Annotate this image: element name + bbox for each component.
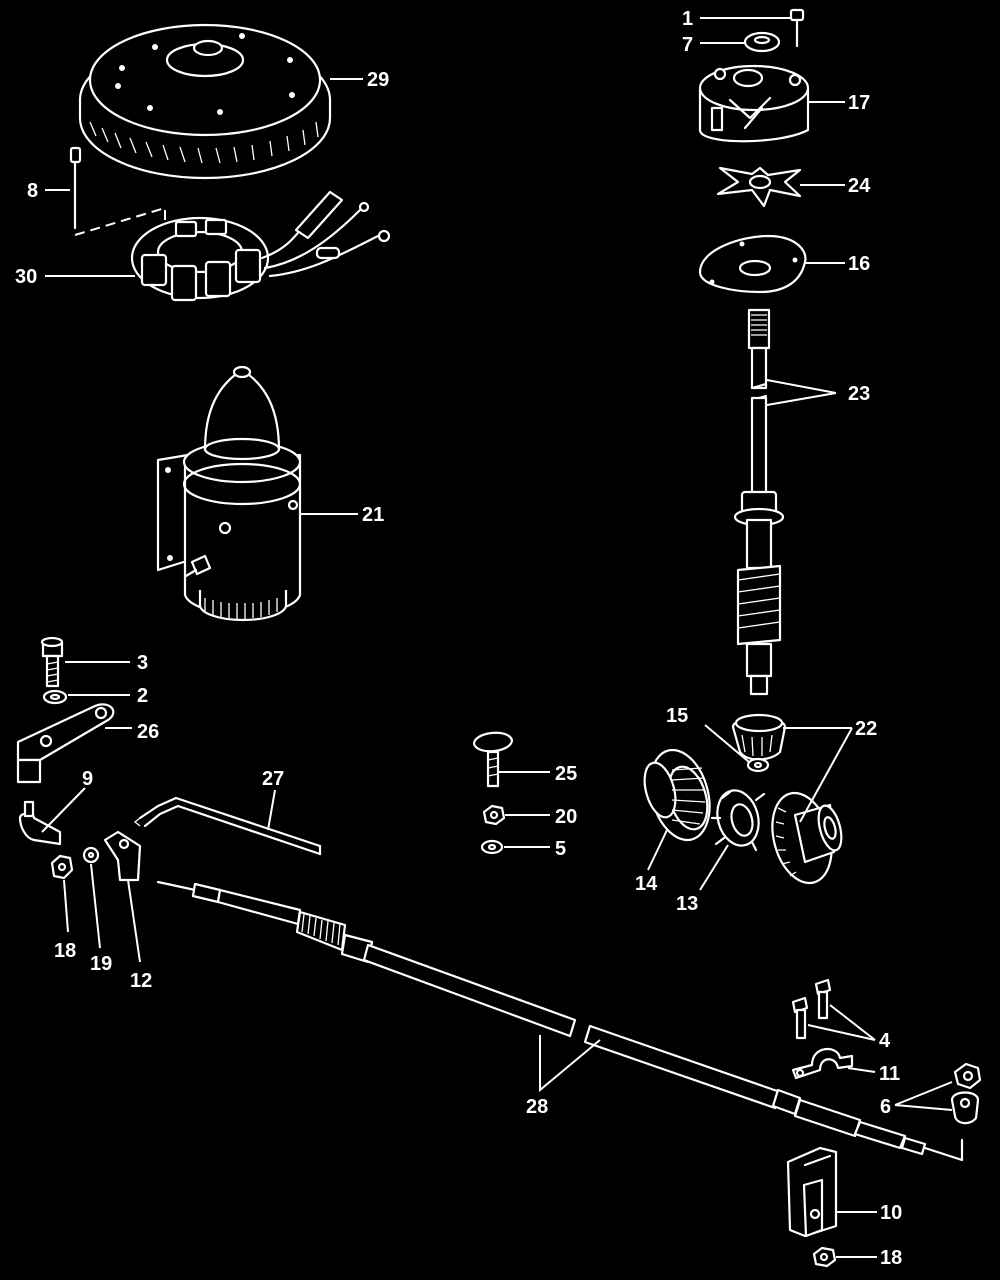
cable-clamp [791,1048,854,1080]
nut-18-left [50,854,74,880]
callout-12: 12 [130,970,152,992]
callout-25: 25 [555,763,577,785]
callout-29: 29 [367,69,389,91]
reverse-gear [771,791,843,885]
callout-7: 7 [682,34,693,56]
clutch-dog [710,789,766,852]
starter-motor [156,365,302,622]
callout-30: 30 [15,266,37,288]
washer-15 [746,757,770,773]
callout-11: 11 [879,1063,900,1085]
nut-18-right [812,1246,837,1268]
callout-26: 26 [137,721,159,743]
callout-1: 1 [682,8,693,30]
screw-1 [789,8,805,48]
callout-13: 13 [676,893,698,915]
callout-18-left: 18 [54,940,76,962]
washer-19 [82,846,100,864]
shift-lever [16,703,115,784]
impeller-plate [698,234,807,294]
leader-lines [41,17,953,1258]
callout-19: 19 [90,953,112,975]
cable-bracket [786,1146,838,1238]
bolt-3 [40,636,64,688]
callout-24: 24 [848,175,871,197]
flywheel [78,23,332,180]
callout-14: 14 [635,873,658,895]
callout-17: 17 [848,92,870,114]
connector [103,830,142,882]
callout-20: 20 [555,806,577,828]
drive-shaft [733,308,785,696]
callout-27: 27 [262,768,284,790]
stator [74,190,391,302]
thumb-screw-25 [472,731,514,788]
shift-rod [133,796,322,856]
washer-2 [42,689,68,705]
bolt-8 [69,146,82,230]
washer-5 [480,839,504,855]
ball-joint [18,800,62,846]
callout-labels: 1 7 17 24 16 23 29 8 30 21 3 2 26 9 27 1… [15,8,902,1269]
callout-23: 23 [848,383,870,405]
callout-9: 9 [82,768,93,790]
callout-16: 16 [848,253,870,275]
callout-21: 21 [362,504,384,526]
callout-28: 28 [526,1096,548,1118]
callout-15: 15 [666,705,688,727]
screws-4 [791,978,832,1040]
callout-10: 10 [880,1202,902,1224]
impeller [716,166,802,208]
ball-joints-6 [950,1062,982,1125]
callout-5: 5 [555,838,566,860]
shift-cable [156,880,964,1162]
pinion-gear [731,713,787,761]
callout-4: 4 [879,1030,891,1052]
washer-7 [743,31,781,53]
callout-8: 8 [27,180,38,202]
callout-22: 22 [855,718,877,740]
nut-20 [482,804,506,826]
water-pump-housing [698,64,810,143]
callout-18-right: 18 [880,1247,902,1269]
forward-gear [643,748,711,842]
callout-2: 2 [137,685,148,707]
callout-3: 3 [137,652,148,674]
callout-6: 6 [880,1096,891,1118]
